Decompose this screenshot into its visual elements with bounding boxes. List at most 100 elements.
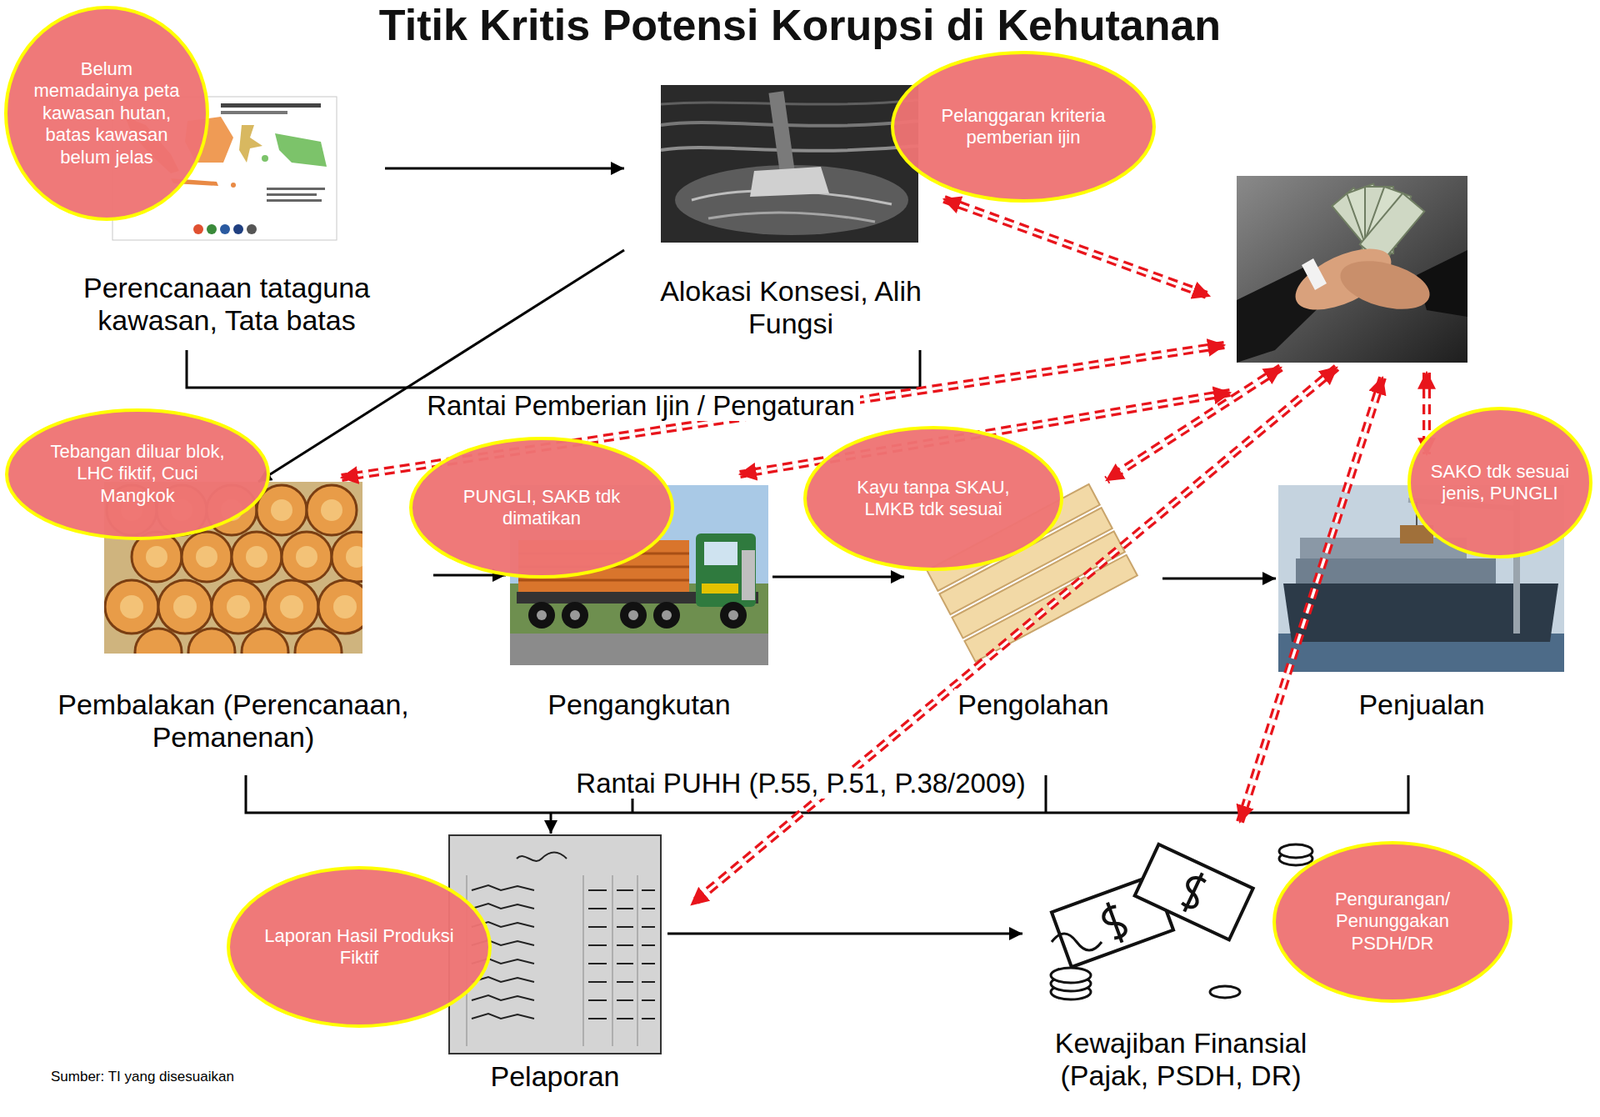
log-truck-photo — [536, 610, 739, 620]
log-truck-photo — [741, 550, 755, 600]
log-truck-photo — [620, 601, 647, 629]
chain-bracket — [1045, 775, 1048, 813]
log-pile-photo — [145, 545, 168, 568]
bribery-link-head — [341, 199, 1427, 905]
ellipse-shape — [892, 52, 1155, 201]
log-truck-photo — [561, 601, 589, 629]
axe-photo — [708, 212, 875, 222]
log-truck-photo — [704, 541, 738, 565]
money-clipart — [1099, 899, 1130, 945]
callout-text: Belum memadainya peta kawasan hutan, bat… — [29, 58, 185, 169]
log-pile-photo — [158, 580, 212, 634]
log-truck-photo — [528, 601, 747, 629]
chain-label: Rantai PUHH (P.55, P.51, P.38/2009) — [570, 768, 1030, 799]
axe-photo — [750, 166, 830, 197]
log-truck-photo — [701, 583, 739, 594]
callout-text-wrap: Belum memadainya peta kawasan hutan, bat… — [29, 58, 185, 169]
money-clipart — [1135, 844, 1254, 940]
flow-arrow — [1162, 577, 1276, 580]
callout-text-wrap: Pengurangan/ Penunggakan PSDH/DR — [1301, 888, 1484, 955]
stage-label: Pengolahan — [954, 688, 1113, 720]
stage-label: Alokasi Konsesi, Alih Fungsi — [656, 275, 925, 340]
stage-caption: Perencanaan tataguna kawasan, Tata batas — [68, 271, 385, 337]
forest-cover-map — [266, 193, 317, 196]
callout-text-wrap: Pelanggaran kriteria pemberian ijin — [923, 105, 1124, 150]
ellipse-shape — [228, 867, 490, 1026]
diagram-title: Titik Kritis Potensi Korupsi di Kehutana… — [0, 1, 1600, 50]
source-note: Sumber: TI yang disesuaikan — [45, 1069, 240, 1085]
stage-label: Pengangkutan — [544, 688, 734, 720]
forest-cover-map — [266, 199, 322, 202]
callout-text: Laporan Hasil Produksi Fiktif — [259, 925, 460, 970]
log-pile-photo — [135, 628, 182, 654]
log-truck-photo — [720, 601, 747, 629]
ledger-page — [471, 1013, 655, 1019]
bribery-link — [944, 199, 1210, 296]
flow-arrow — [433, 574, 506, 577]
forest-cover-map — [230, 182, 236, 188]
log-pile-photo — [265, 580, 319, 634]
forest-cover-map — [246, 224, 257, 235]
callout-text-wrap: Kayu tanpa SKAU, LMKB tdk sesuai — [835, 476, 1032, 521]
log-pile-photo — [245, 545, 268, 568]
log-pile-photo — [105, 580, 159, 634]
log-pile-photo — [318, 580, 363, 634]
bribery-link-core — [691, 367, 1337, 905]
bribery-handshake — [1301, 258, 1327, 290]
stage-caption: Kewajiban Finansial (Pajak, PSDH, DR) — [1022, 1026, 1340, 1092]
bribery-handshake — [1335, 252, 1435, 319]
axe-photo — [660, 120, 919, 126]
callout-ellipse: Kayu tanpa SKAU, LMKB tdk sesuai — [802, 425, 1065, 572]
chain-label: Rantai Pemberian Ijin / Pengaturan — [421, 390, 860, 421]
forest-cover-map — [261, 155, 269, 162]
callout-ellipse: Pengurangan/ Penunggakan PSDH/DR — [1271, 840, 1514, 1004]
log-pile-photo — [295, 628, 342, 654]
caption-line: Penjualan — [1282, 688, 1561, 721]
stage-label: Pelaporan — [486, 1060, 623, 1092]
log-pile-photo — [241, 628, 289, 654]
log-pile-photo — [226, 595, 250, 619]
log-pile-photo — [211, 580, 265, 634]
log-pile-photo — [231, 531, 282, 582]
money-clipart — [1050, 967, 1091, 983]
forest-cover-map — [220, 110, 288, 115]
log-truck-photo — [510, 633, 769, 665]
bribery-link-core — [1240, 377, 1383, 822]
ledger-page — [637, 875, 639, 1046]
chain-bracket — [186, 350, 1409, 813]
callout-text: Tebangan diluar blok, LHC fiktif, Cuci M… — [37, 440, 238, 507]
log-truck-photo — [570, 610, 580, 620]
log-pile-photo — [331, 531, 363, 582]
bribery-link-head — [1106, 367, 1281, 480]
axe-photo — [660, 85, 919, 243]
callout-text-wrap: PUNGLI, SAKB tdk dimatikan — [441, 485, 642, 530]
ledger-page — [471, 995, 655, 1000]
log-truck-photo — [628, 610, 639, 620]
flow-arrow — [667, 932, 1023, 935]
flow-arrow — [772, 575, 905, 579]
callout-ellipse: Pelanggaran kriteria pemberian ijin — [890, 50, 1157, 204]
flow-arrow — [385, 167, 625, 170]
ellipse-shape — [6, 410, 269, 539]
log-truck-photo — [728, 610, 739, 620]
log-pile-photo — [281, 531, 332, 582]
caption-line: Kewajiban Finansial (Pajak, PSDH, DR) — [1029, 1026, 1333, 1092]
callout-ellipse: Belum memadainya peta kawasan hutan, bat… — [3, 5, 210, 222]
log-pile-photo — [320, 499, 343, 521]
bribery-link — [691, 367, 1337, 905]
money-clipart — [1279, 844, 1313, 858]
bribery-link-core — [1106, 367, 1281, 480]
log-pile-photo — [345, 545, 363, 568]
callout-text-wrap: Laporan Hasil Produksi Fiktif — [259, 925, 460, 970]
axe-photo — [675, 165, 909, 235]
callout-ellipse: PUNGLI, SAKB tdk dimatikan — [408, 435, 675, 580]
forest-cover-map — [206, 224, 217, 235]
stage-label: Pembalakan (Perencanaan, Pemanenan) — [54, 688, 413, 753]
money-clipart — [1210, 985, 1240, 998]
stage-caption: Pelaporan — [442, 1060, 668, 1093]
ledger-page — [471, 903, 655, 909]
stage-caption: Alokasi Konsesi, Alih Fungsi — [624, 275, 958, 340]
callout-text: SAKO tdk sesuai jenis, PUNGLI — [1430, 460, 1570, 505]
bribery-link-core — [341, 199, 1427, 905]
